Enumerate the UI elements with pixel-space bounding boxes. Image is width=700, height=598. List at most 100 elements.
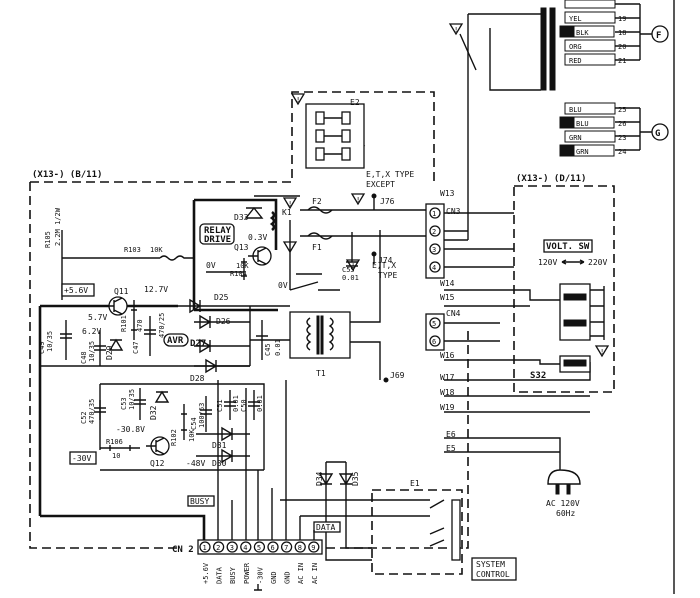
cn2-signal-label: -30V: [256, 566, 264, 584]
c48-value: 10/35: [88, 341, 96, 362]
d27-label: D27: [190, 339, 206, 349]
wire-harness-g: BLU BLU GRN GRN 25 26 23 24 G: [559, 102, 669, 157]
c55-cap: [346, 232, 358, 267]
r105-label: R105: [44, 231, 52, 248]
relay-drive-label-1: RELAY: [204, 226, 232, 236]
avr-label: AVR: [167, 336, 184, 346]
c50-value: 0.01: [256, 395, 264, 412]
wire-e5-e6: [444, 437, 561, 462]
w17-label: W17: [440, 373, 455, 382]
block-b11-border-left: [29, 182, 182, 549]
system-control-label-1: SYSTEM: [476, 560, 505, 569]
wire-primary-mid: [489, 28, 541, 91]
f1-label: F1: [312, 243, 322, 252]
ac-plug: AC 120V 60Hz: [546, 462, 581, 518]
cn2-pin-circle: [294, 541, 306, 553]
c54-label: C54: [190, 417, 198, 430]
e1-label: E1: [410, 479, 420, 488]
c45-label: C45: [264, 343, 272, 356]
wire-color-f-1: BLK: [576, 29, 589, 37]
c52-value: 470/35: [88, 399, 96, 424]
wire-color-f-2: ORG: [569, 43, 582, 51]
e2-terminal: E2: [305, 98, 365, 169]
r106-label: R106: [106, 438, 123, 446]
wire-num-g-3: 24: [618, 148, 626, 156]
etx-except-label-2: EXCEPT: [366, 180, 395, 189]
d30-label: D30: [212, 459, 227, 468]
etx-type-label-2: TYPE: [378, 271, 397, 280]
cn2-pin-circle: [212, 541, 225, 553]
d29-label: D29: [105, 345, 114, 360]
v62-label: 6.2V: [82, 327, 101, 336]
c51-label: C51: [216, 399, 224, 412]
q11-label: Q11: [114, 287, 129, 296]
cn2-signal-label: GND: [270, 571, 278, 584]
cn3-pin-4: 4: [432, 264, 436, 272]
ac-label-1: AC 120V: [546, 499, 580, 508]
svg-text:!: !: [296, 96, 300, 104]
cn4-label: CN4: [446, 309, 461, 318]
cn4-pin-6: 6: [432, 338, 436, 346]
c49-label: C49: [38, 341, 46, 354]
block-d11-label: (X13-) (D/11): [516, 174, 586, 184]
c49-cap: [60, 320, 72, 360]
wire-num-f-3: 21: [618, 57, 626, 65]
r105-value: 2.2M 1/2W: [54, 207, 62, 246]
s32-label: S32: [530, 371, 546, 381]
v0b-label: 0V: [278, 281, 288, 290]
fuse-f1: [307, 232, 333, 240]
w19-label: W19: [440, 403, 455, 412]
wire-num-g-1: 26: [618, 120, 626, 128]
cn2-signal-label: AC IN: [311, 563, 319, 584]
volt-220-label: 220V: [588, 258, 607, 267]
cn2-signal-label: POWER: [243, 562, 251, 584]
q12-label: Q12: [150, 459, 165, 468]
transformer-t1: T1: [289, 230, 381, 380]
c55-value: 0.01: [342, 274, 359, 282]
svg-text:!: !: [356, 196, 360, 204]
cn2-signal-label: +5.6V: [202, 562, 210, 584]
d34-diode: [318, 462, 334, 496]
relay-drive-label-2: DRIVE: [204, 235, 231, 245]
cn2-wires: [217, 380, 315, 540]
wire-color-g-2: GRN: [569, 134, 582, 142]
wire-color-g-3: GRN: [576, 148, 589, 156]
c50-label: C50: [240, 399, 248, 412]
block-b11-label: (X13-) (B/11): [32, 170, 102, 180]
d35-label: D35: [351, 471, 360, 486]
etx-type-label-1: E,T,X: [372, 261, 396, 270]
cn2-pin-number: 6: [271, 544, 275, 552]
v48-label: -48V: [186, 459, 205, 468]
c51-value: 0.01: [232, 395, 240, 412]
d34-label: D34: [315, 471, 324, 486]
relay-drive-section: RELAY DRIVE D33 0.3V Q13 R104 10K 0V 0V: [192, 198, 288, 312]
etx-except-label-1: E,T,X TYPE: [366, 170, 414, 179]
wire-num-g-2: 23: [618, 134, 626, 142]
r101-value: 470: [136, 319, 144, 332]
wire-num-f-1: 18: [618, 29, 626, 37]
d35-diode: [326, 461, 354, 496]
v0a-label: 0V: [206, 261, 216, 270]
wire-num-f-0: 19: [618, 15, 626, 23]
c54-value: 100/63: [198, 403, 206, 428]
svg-text:!: !: [454, 26, 458, 34]
cn2-pin-circle: [226, 541, 238, 553]
wire-cn3-out: [444, 212, 514, 268]
cn2-pin-number: 2: [216, 544, 220, 552]
t1-label: T1: [316, 369, 326, 378]
wire-f2: [254, 195, 426, 211]
diode-bridge: D25 D26 D27 D28 C45 0.01: [178, 293, 290, 383]
cn2-signal-label: GND: [284, 571, 292, 584]
cn2-signal-label: DATA: [216, 566, 224, 584]
volt-switch[interactable]: VOLT. SW 120V 220V S32: [530, 239, 607, 381]
cn3-pin-3: 3: [432, 246, 436, 254]
volt-120-label: 120V: [538, 258, 557, 267]
v03-label: 0.3V: [248, 233, 267, 242]
cn2-pin-circle: [308, 541, 320, 553]
wire-cn4-out: [444, 289, 560, 365]
cn2-signal-label: AC IN: [297, 563, 305, 584]
j76-label: J76: [380, 197, 395, 206]
